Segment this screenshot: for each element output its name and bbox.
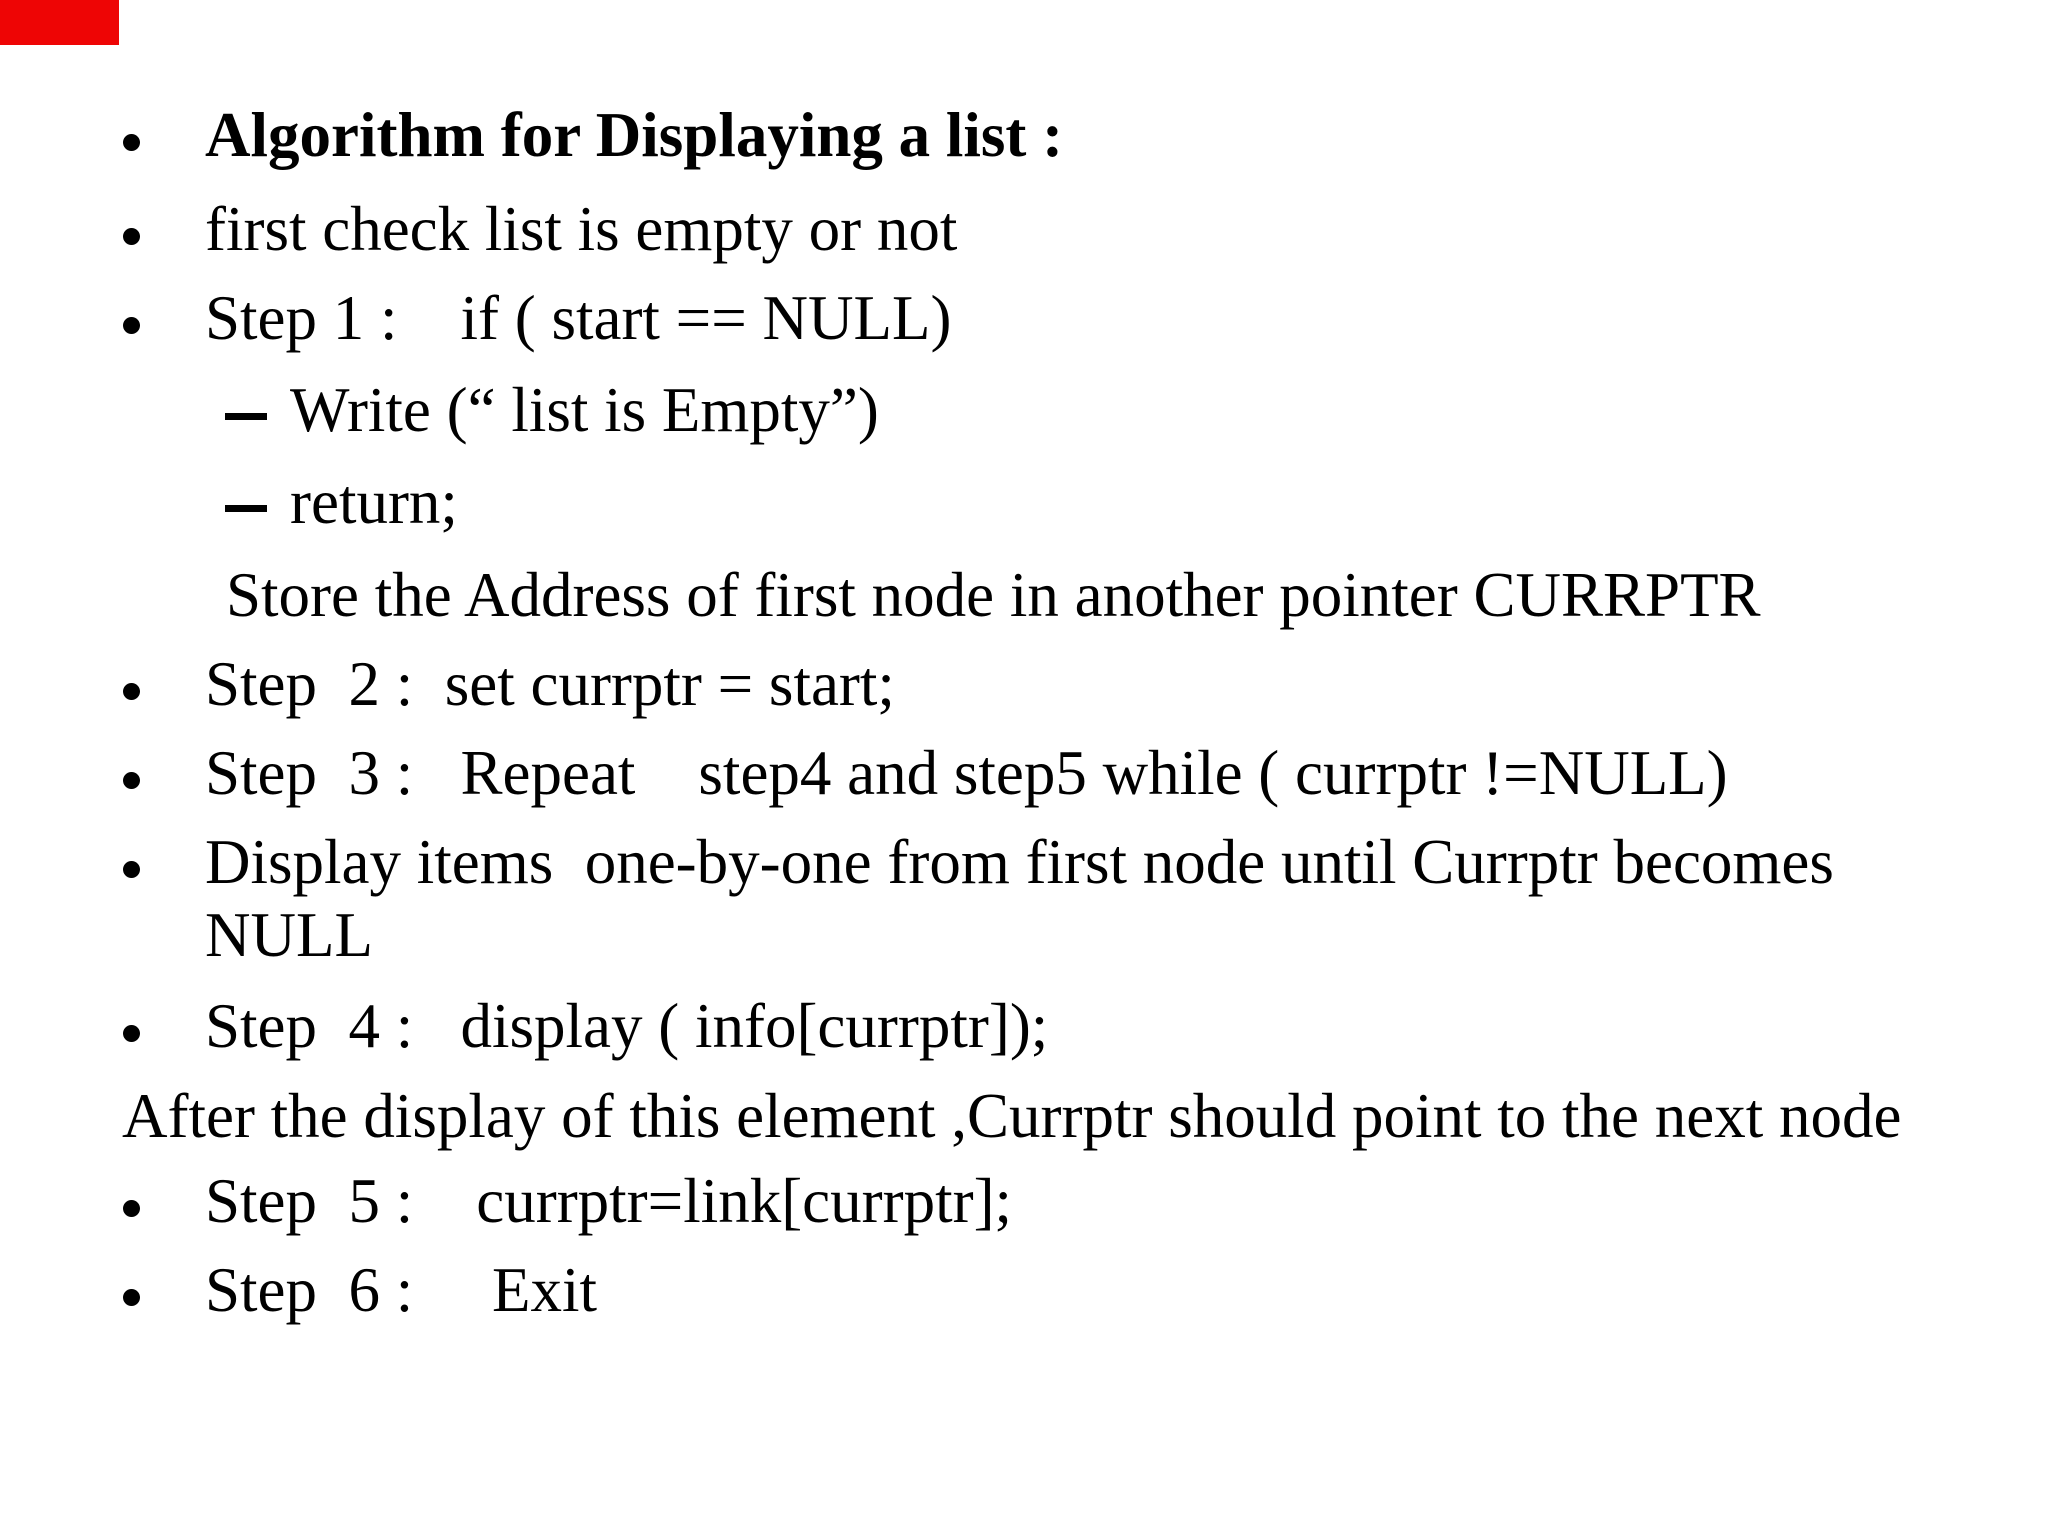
bullet-list-item: Step 6 : Exit — [123, 1251, 597, 1329]
bullet-list-item: Step 5 : currptr=link[currptr]; — [123, 1162, 1013, 1240]
indented-text-line: Store the Address of first node in anoth… — [226, 556, 1761, 634]
line-text: first check list is empty or not — [205, 194, 958, 264]
paragraph-line: After the display of this element ,Currp… — [122, 1077, 1901, 1155]
bullet-list-item: Display items one-by-one from first node… — [123, 823, 1834, 901]
dash-marker-icon — [225, 505, 267, 512]
bullet-dot-icon — [123, 1025, 140, 1042]
bullet-list-item: first check list is empty or not — [123, 190, 958, 268]
sub-list-item: return; — [225, 463, 458, 541]
dash-marker-icon — [225, 413, 267, 420]
line-text: Display items one-by-one from first node… — [205, 827, 1834, 897]
bullet-dot-icon — [123, 134, 140, 151]
line-text: return; — [290, 467, 458, 537]
line-text: Store the Address of first node in anoth… — [226, 560, 1761, 630]
line-text: Step 2 : set currptr = start; — [205, 649, 895, 719]
bullet-dot-icon — [123, 683, 140, 700]
continuation-line: NULL — [205, 896, 373, 974]
bullet-list-item: Step 1 : if ( start == NULL) — [123, 279, 952, 357]
bullet-dot-icon — [123, 1289, 140, 1306]
sub-list-item: Write (“ list is Empty”) — [225, 371, 879, 449]
bullet-dot-icon — [123, 1200, 140, 1217]
line-text: NULL — [205, 900, 373, 970]
bullet-list-item: Step 4 : display ( info[currptr]); — [123, 987, 1049, 1065]
bullet-list-item: Step 3 : Repeat step4 and step5 while ( … — [123, 734, 1728, 812]
bullet-list-item: Step 2 : set currptr = start; — [123, 645, 895, 723]
line-text: Step 3 : Repeat step4 and step5 while ( … — [205, 738, 1728, 808]
line-text: Step 5 : currptr=link[currptr]; — [205, 1166, 1013, 1236]
bullet-dot-icon — [123, 861, 140, 878]
bullet-dot-icon — [123, 772, 140, 789]
bullet-dot-icon — [123, 317, 140, 334]
red-corner-marker — [0, 0, 119, 45]
bullet-list-item: Algorithm for Displaying a list : — [123, 96, 1064, 174]
bullet-dot-icon — [123, 228, 140, 245]
line-text: Step 1 : if ( start == NULL) — [205, 283, 952, 353]
line-text: Step 4 : display ( info[currptr]); — [205, 991, 1049, 1061]
line-text: Algorithm for Displaying a list : — [205, 100, 1064, 170]
line-text: Write (“ list is Empty”) — [290, 375, 879, 445]
line-text: Step 6 : Exit — [205, 1255, 597, 1325]
line-text: After the display of this element ,Currp… — [122, 1081, 1902, 1151]
